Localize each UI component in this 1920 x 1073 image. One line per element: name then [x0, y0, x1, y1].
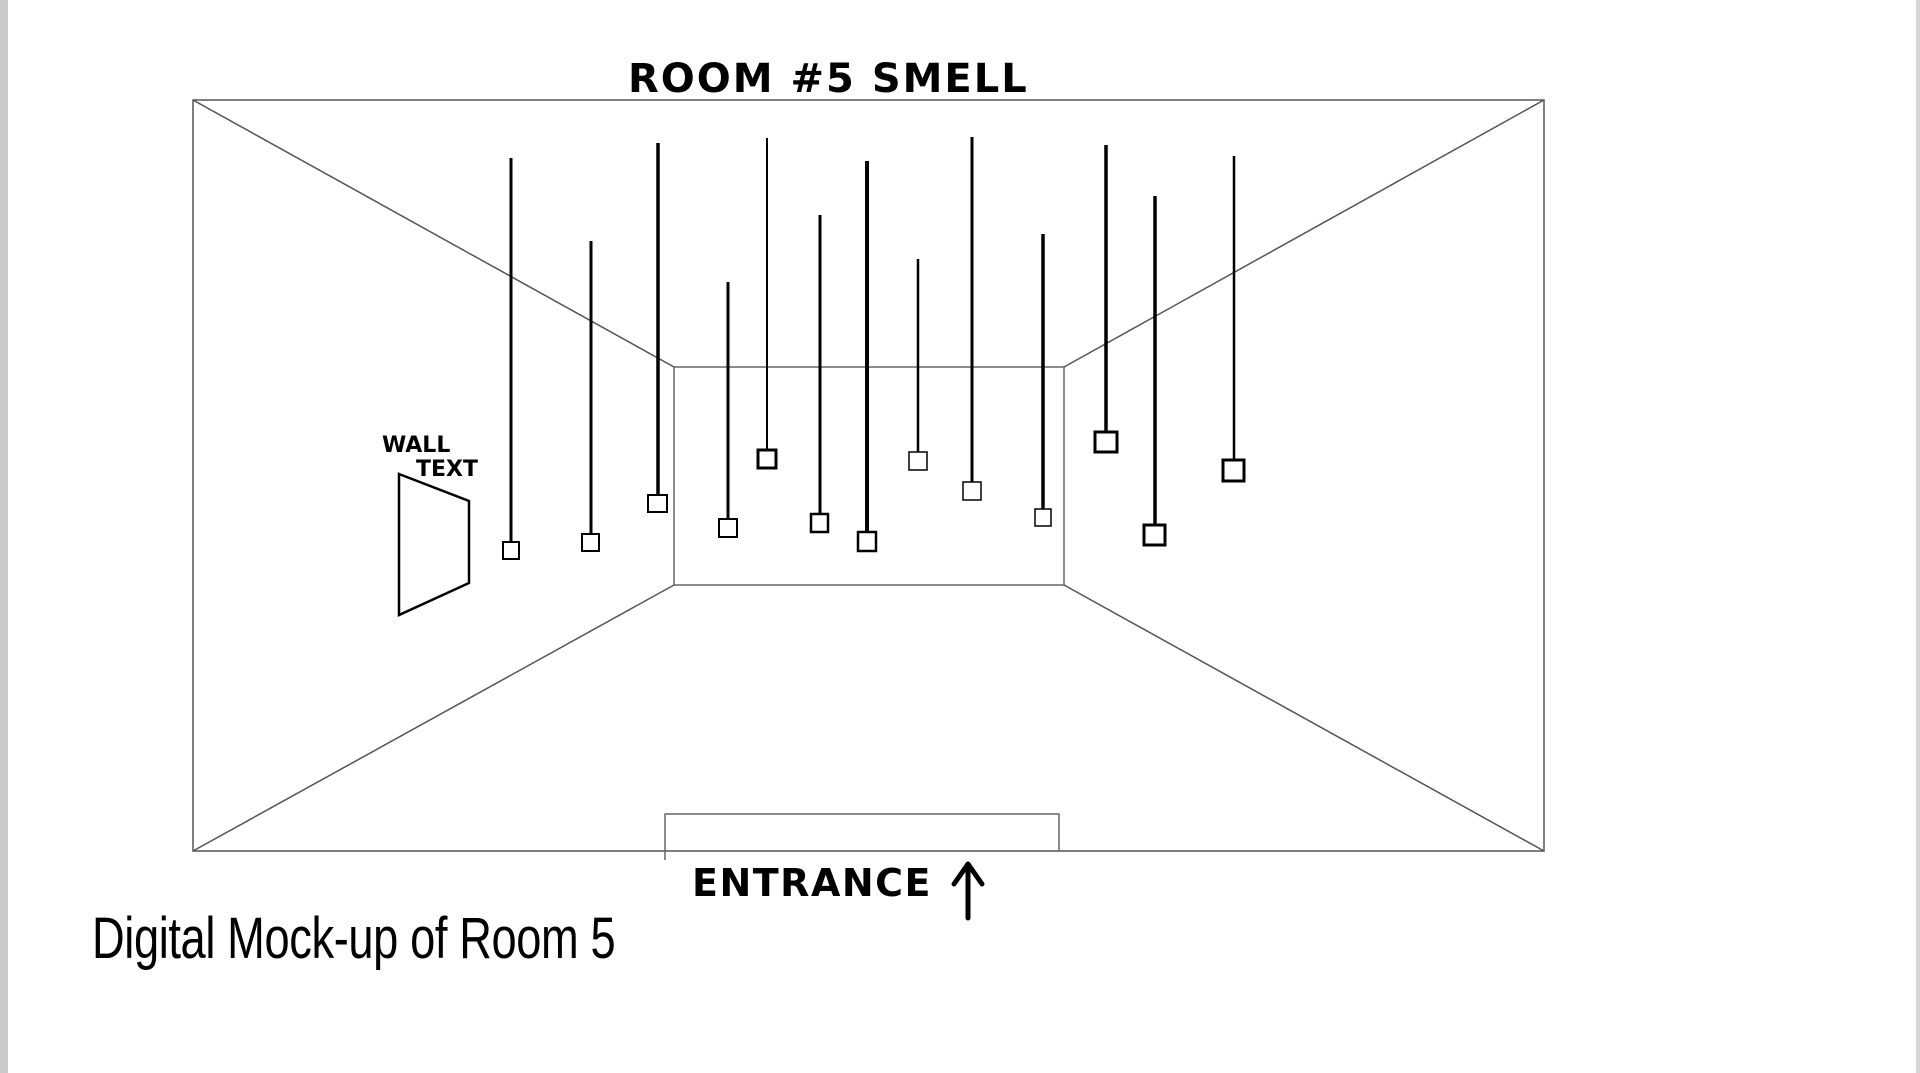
wall-text-label-line2: TEXT [416, 457, 478, 482]
ceiling-right-edge [1063, 99, 1545, 368]
entrance-label: ENTRANCE [692, 861, 932, 905]
entrance-doorway [664, 813, 1060, 860]
room-title: ROOM #5 SMELL [628, 56, 1029, 102]
scent-cube [647, 494, 668, 513]
floor-right-edge [1063, 584, 1545, 852]
wall-text-label-line1: WALL [382, 433, 450, 458]
scent-cube [962, 481, 982, 501]
ceiling-left-edge [192, 99, 675, 368]
wall-text-panel [397, 472, 471, 617]
scent-cube [856, 530, 878, 553]
scent-cube [581, 533, 600, 552]
entrance-arrow-icon [951, 861, 985, 921]
scent-cube [718, 518, 738, 538]
floor-left-edge [192, 584, 675, 852]
scent-cube [1221, 458, 1246, 483]
page-right-border [1916, 0, 1920, 1073]
scent-cube [502, 541, 520, 560]
hanging-scent-objects [502, 137, 1246, 560]
scent-cube [1034, 508, 1052, 527]
scent-cube [1093, 430, 1119, 454]
scent-cube [908, 451, 928, 471]
scent-cube [756, 448, 778, 470]
room-outer-frame [192, 99, 1545, 852]
caption: Digital Mock-up of Room 5 [92, 906, 616, 971]
scent-cube [1142, 523, 1167, 547]
scent-cube [809, 512, 830, 534]
page-left-border [0, 0, 8, 1073]
